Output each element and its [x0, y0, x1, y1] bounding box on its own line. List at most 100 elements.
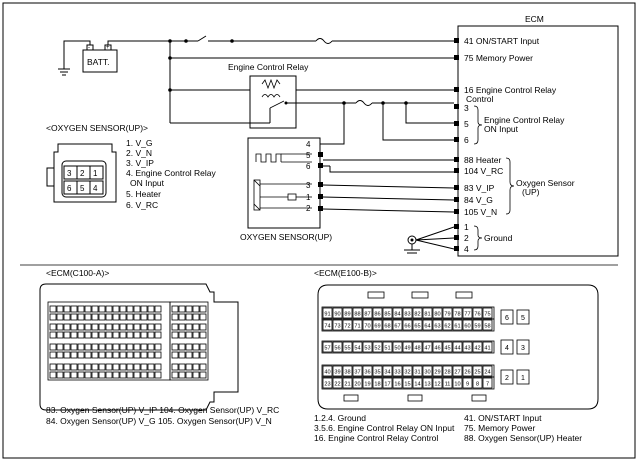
relay-coil: [261, 94, 281, 98]
ecm-b-pin-number: 64: [424, 324, 430, 330]
ecm-a-pin-cavity: [56, 331, 64, 339]
ecm-b-pin-number: 66: [404, 324, 410, 330]
ecm-b-pin-number: 18: [374, 382, 380, 388]
ecm-b-row-frame: [321, 340, 495, 354]
ecm-a-pin-cavity: [140, 323, 148, 331]
ecm-b-note-left: 3.5.6. Engine Control Relay ON Input: [314, 423, 455, 433]
ecm-b-note-right: 88. Oxygen Sensor(UP) Heater: [464, 433, 582, 443]
legend-line: 5. Heater: [126, 189, 161, 199]
ecm-a-pin-cavity: [63, 331, 71, 339]
ecm-b-row-frame: [321, 376, 495, 390]
ecm-a-pin-cavity: [112, 331, 120, 339]
ecm-pin-label: 3: [464, 103, 469, 113]
ecm-b-pin-number: 77: [464, 312, 470, 318]
ecm-a-note: 84. Oxygen Sensor(UP) V_G 105. Oxygen Se…: [46, 416, 272, 426]
ecm-b-pin-number: 61: [454, 324, 460, 330]
ecm-b-pin-number: 24: [484, 370, 490, 376]
ecm-a-pin-cavity: [147, 363, 155, 371]
ecm-b-pin-cell: [362, 319, 373, 331]
ecm-b-pin-number: 89: [344, 312, 350, 318]
ecm-a-pin-cavity: [192, 323, 200, 331]
ecm-b-body: [317, 284, 599, 410]
ecm-a-pin-cavity: [126, 371, 134, 379]
sensor-pin: 5: [306, 151, 311, 160]
ecm-b-pin-cell: [432, 377, 443, 389]
heater-element: [255, 153, 282, 163]
ecm-b-pin-cell: [412, 319, 423, 331]
ecm-b-pin-number: 67: [394, 324, 400, 330]
ecm-a-pin-cavity: [105, 351, 113, 359]
ecm-a-pin-cavity: [98, 343, 106, 351]
ecm-a-pin-cavity: [112, 351, 120, 359]
outer-border: [2, 2, 636, 459]
ecm-a-pin-cavity: [49, 343, 57, 351]
connector-cell: 2: [80, 169, 85, 178]
sensor-pin-labels: 4 5 6 3 1 2: [306, 140, 311, 213]
ecm-b-pin-number: 26: [464, 370, 470, 376]
ecm-a-pin-cavity: [84, 305, 92, 313]
ecm-a-pin-cavity: [199, 363, 207, 371]
ecm-b-pin-number: 76: [474, 312, 480, 318]
ecm-a-pin-cavity: [199, 323, 207, 331]
ecm-a-pin-cavity: [70, 323, 78, 331]
ecm-b-pin-number: 49: [404, 346, 410, 352]
ecm-a-pin-cavity: [77, 351, 85, 359]
ecm-a-pin-cavity: [84, 351, 92, 359]
ecm-a-pin-cavity: [171, 313, 179, 321]
ecm-pin-label: 84 V_G: [464, 195, 493, 205]
ignition-switch: [197, 35, 207, 42]
ecm-a-pin-cavity: [199, 371, 207, 379]
ecm-a-pin-cavity: [112, 323, 120, 331]
ecm-b-pin-number: 58: [484, 324, 490, 330]
ecm-b-pin-cell: [472, 377, 483, 389]
ecm-b-pin-cell: [442, 341, 453, 353]
ecm-pin-g2: [454, 235, 459, 240]
ecm-a-pin-cavity: [140, 313, 148, 321]
ecm-pin-label: 16 Engine Control Relay: [464, 85, 557, 95]
ecm-b-pin-cell: [472, 319, 483, 331]
ecm-a-pin-cavity: [140, 351, 148, 359]
ecm-a-pin-grid: [47, 301, 209, 381]
ecm-a-pin-cavity: [98, 371, 106, 379]
ecm-a-pin-cavity: [91, 371, 99, 379]
ecm-a-pin-cavity: [119, 363, 127, 371]
ecm-a-pin-cavity: [98, 351, 106, 359]
ecm-a-pin-cavity: [178, 371, 186, 379]
ecm-b-pin-number: 15: [404, 382, 410, 388]
ecm-a-pin-cavity: [91, 351, 99, 359]
ecm-b-pin-cell: [362, 341, 373, 353]
ecm-a-pin-cavity: [178, 331, 186, 339]
ecm-a-pin-cavity: [199, 313, 207, 321]
ecm-b-side-cell: [500, 339, 514, 355]
ecm-b-pin-number: 91: [324, 312, 330, 318]
ecm-a-pin-cavity: [192, 305, 200, 313]
ecm-b-pin-number: 17: [384, 382, 390, 388]
ecm-a-pin-cavity: [133, 323, 141, 331]
ecm-b-pin-number: 12: [434, 382, 440, 388]
ecm-b-pin-number: 28: [444, 370, 450, 376]
ecm-b-pin-number: 45: [444, 346, 450, 352]
ecm-b-pin-cell: [482, 319, 493, 331]
ecm-b-pin-number: 20: [354, 382, 360, 388]
ecm-a-pin-cavity: [77, 363, 85, 371]
ecm-a-pin-cavity: [140, 371, 148, 379]
ecm-a-pin-cavity: [178, 351, 186, 359]
ecm-pin-squares: [454, 38, 459, 251]
ecm-b-pin-cell: [462, 341, 473, 353]
ecm-a-pin-cavity: [63, 313, 71, 321]
ecm-b-pin-number: 53: [364, 346, 370, 352]
ecm-b-pin-number: 7: [486, 382, 489, 388]
ecm-b-pin-cell: [392, 319, 403, 331]
ecm-b-pin-cell: [352, 307, 363, 319]
ecm-a-pin-cavity: [147, 371, 155, 379]
ecm-b-side-cell: [500, 369, 514, 385]
ecm-a-pin-cavity: [56, 363, 64, 371]
ecm-a-pin-cavity: [126, 363, 134, 371]
ecm-b-pin-cell: [422, 341, 433, 353]
ecm-b-pin-number: 83: [404, 312, 410, 318]
ecm-a-pin-cavity: [105, 363, 113, 371]
ecm-a-pin-cavity: [70, 351, 78, 359]
ecm-a-pin-cavity: [126, 313, 134, 321]
ecm-a-pin-cavity: [154, 343, 162, 351]
